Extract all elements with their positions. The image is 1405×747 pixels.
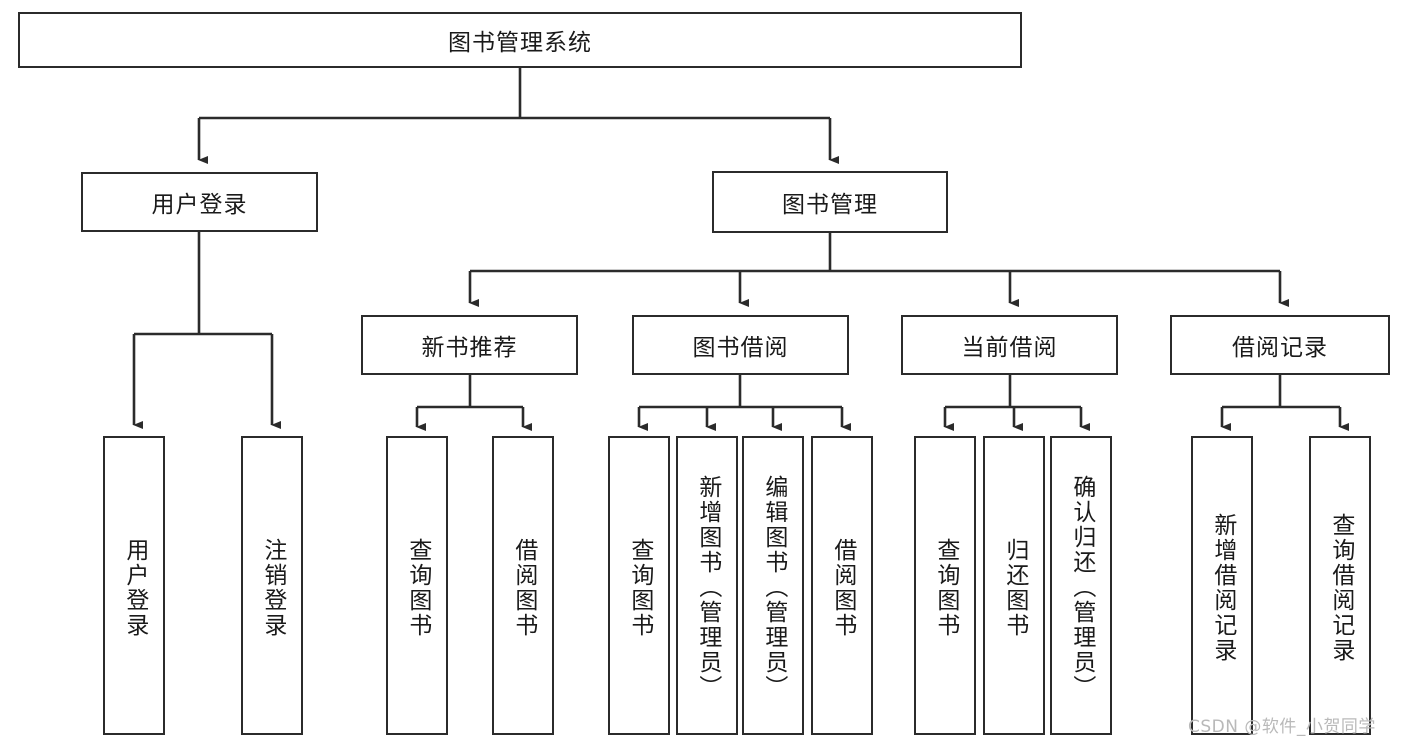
- node-leaf-query-book-current[interactable]: 查询图书: [914, 436, 976, 735]
- node-label: 借阅图书: [510, 537, 537, 638]
- node-label: 编辑图书（管理员）: [760, 475, 787, 700]
- node-label: 当前借阅: [961, 335, 1058, 361]
- node-label: 新书推荐: [421, 335, 518, 361]
- node-label: 确认归还（管理员）: [1068, 475, 1095, 700]
- node-current-borrow[interactable]: 当前借阅: [901, 315, 1118, 375]
- node-label: 新增图书（管理员）: [694, 475, 721, 700]
- node-leaf-user-login[interactable]: 用户登录: [103, 436, 165, 735]
- node-label: 查询图书: [932, 537, 959, 638]
- node-leaf-borrow-book[interactable]: 借阅图书: [811, 436, 873, 735]
- node-label: 图书管理: [782, 192, 878, 218]
- node-label: 图书借阅: [692, 335, 789, 361]
- node-leaf-edit-book-admin[interactable]: 编辑图书（管理员）: [742, 436, 804, 735]
- node-label: 图书管理系统: [448, 30, 592, 56]
- node-book-management[interactable]: 图书管理: [712, 171, 948, 233]
- node-label: 查询图书: [404, 537, 431, 638]
- node-label: 借阅图书: [829, 537, 856, 638]
- node-label: 查询图书: [626, 537, 653, 638]
- node-leaf-borrow-book-recommend[interactable]: 借阅图书: [492, 436, 554, 735]
- node-label: 查询借阅记录: [1327, 512, 1354, 663]
- node-root-system[interactable]: 图书管理系统: [18, 12, 1022, 68]
- node-leaf-confirm-return-admin[interactable]: 确认归还（管理员）: [1050, 436, 1112, 735]
- node-label: 新增借阅记录: [1209, 512, 1236, 663]
- node-leaf-query-book-recommend[interactable]: 查询图书: [386, 436, 448, 735]
- node-leaf-add-book-admin[interactable]: 新增图书（管理员）: [676, 436, 738, 735]
- node-leaf-query-borrow-record[interactable]: 查询借阅记录: [1309, 436, 1371, 735]
- node-borrow-record[interactable]: 借阅记录: [1170, 315, 1390, 375]
- node-leaf-query-book-borrow[interactable]: 查询图书: [608, 436, 670, 735]
- node-user-login[interactable]: 用户登录: [81, 172, 318, 232]
- node-leaf-logout[interactable]: 注销登录: [241, 436, 303, 735]
- node-new-book-recommend[interactable]: 新书推荐: [361, 315, 578, 375]
- node-leaf-add-borrow-record[interactable]: 新增借阅记录: [1191, 436, 1253, 735]
- node-label: 注销登录: [259, 537, 286, 638]
- node-label: 用户登录: [151, 192, 248, 218]
- node-leaf-return-book[interactable]: 归还图书: [983, 436, 1045, 735]
- node-label: 归还图书: [1001, 537, 1028, 638]
- node-book-borrow[interactable]: 图书借阅: [632, 315, 849, 375]
- node-label: 借阅记录: [1232, 335, 1328, 361]
- node-label: 用户登录: [121, 537, 148, 638]
- watermark-text: CSDN @软件_小贺同学: [1188, 717, 1376, 737]
